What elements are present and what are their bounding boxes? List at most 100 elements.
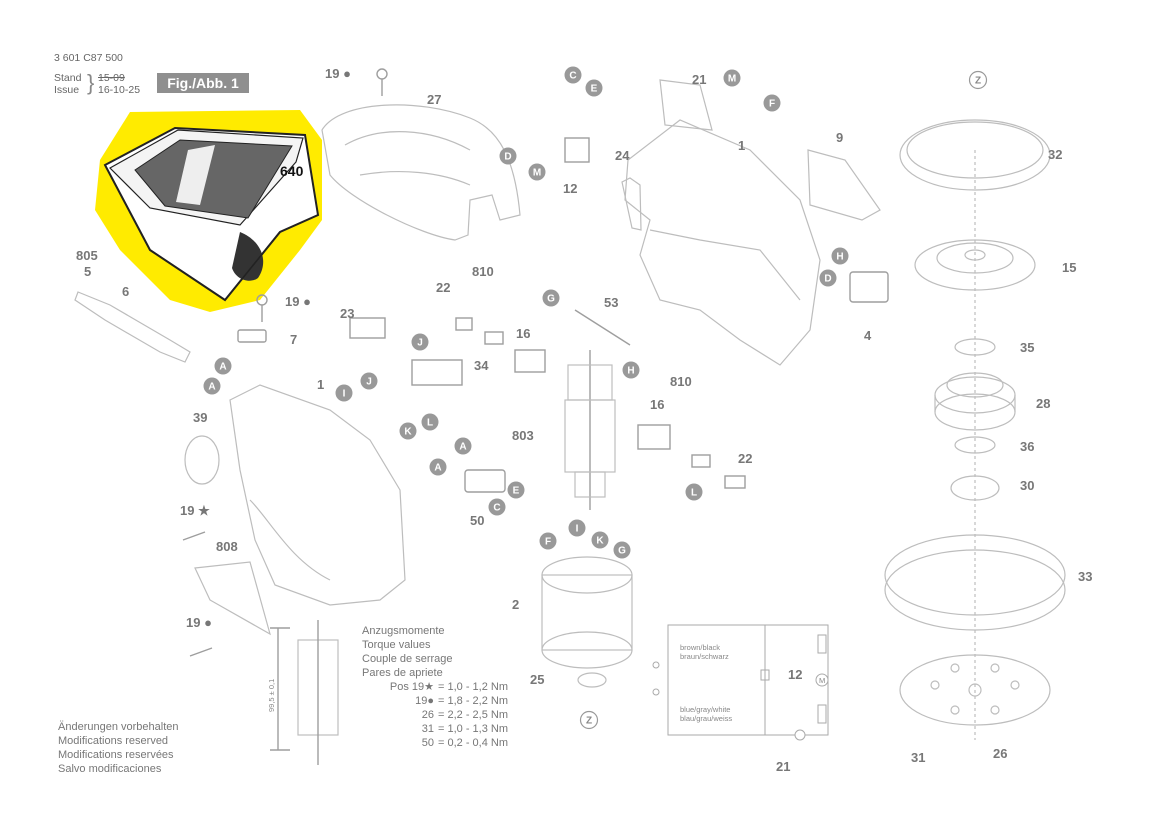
letter-bubble-text: C bbox=[493, 503, 500, 514]
letter-bubble-k: K bbox=[591, 531, 609, 549]
rod-53[interactable] bbox=[574, 309, 631, 346]
part-number-label: 7 bbox=[290, 332, 297, 347]
part-number-label: 53 bbox=[604, 295, 618, 310]
part-number-label: 16 bbox=[516, 326, 530, 341]
ring-32[interactable] bbox=[899, 119, 1051, 191]
doc-number: 3 601 C87 500 bbox=[54, 52, 123, 64]
spring-22-right[interactable] bbox=[724, 475, 746, 489]
figure-label: Fig./Abb. 1 bbox=[157, 73, 249, 93]
brace: } bbox=[87, 70, 95, 95]
cord-6[interactable] bbox=[74, 291, 191, 363]
letter-bubble-text: A bbox=[208, 382, 215, 393]
terminal-50[interactable] bbox=[464, 469, 506, 493]
carbon-810-right[interactable] bbox=[691, 454, 711, 468]
part-number-label: 27 bbox=[427, 92, 441, 107]
clamp-7[interactable] bbox=[237, 329, 267, 343]
clip-24[interactable] bbox=[621, 177, 642, 231]
torque-value: = 1,0 - 1,3 Nm bbox=[438, 723, 509, 735]
torque-title-en: Torque values bbox=[362, 639, 431, 651]
wire-12[interactable] bbox=[564, 137, 590, 163]
washer-35[interactable] bbox=[954, 338, 996, 356]
switch-4[interactable] bbox=[849, 271, 889, 303]
part-number-label: 31 bbox=[911, 750, 925, 765]
wire-34[interactable] bbox=[411, 359, 463, 386]
letter-bubble-text: F bbox=[545, 537, 551, 548]
part-number-label: 22 bbox=[436, 280, 450, 295]
letter-bubble-text: E bbox=[591, 84, 598, 95]
brush-16-top[interactable] bbox=[514, 349, 546, 373]
screw-19-star[interactable] bbox=[182, 531, 206, 541]
carbon-810-top[interactable] bbox=[484, 331, 504, 345]
letter-bubble-i: I bbox=[335, 384, 353, 402]
letter-bubble-h: H bbox=[622, 361, 640, 379]
cover-27[interactable] bbox=[321, 104, 521, 241]
issue-date: 16-10-25 bbox=[98, 84, 141, 96]
part-number-label: 19 ● bbox=[285, 294, 311, 309]
letter-bubble-text: Z bbox=[975, 76, 981, 87]
screw-19-mid[interactable] bbox=[256, 294, 268, 322]
part-number-label: 21 bbox=[776, 759, 790, 774]
bearing-28[interactable] bbox=[934, 372, 1016, 431]
letter-bubble-text: K bbox=[596, 536, 604, 547]
letter-bubble-text: I bbox=[343, 389, 346, 400]
letter-bubble-text: G bbox=[618, 546, 626, 557]
ring-25[interactable] bbox=[577, 672, 607, 688]
letter-bubble-text: J bbox=[366, 377, 372, 388]
wiring-brown-black: brown/black bbox=[680, 643, 720, 652]
letter-bubble-text: M bbox=[728, 74, 736, 85]
housing-1-left[interactable] bbox=[229, 384, 406, 606]
letter-bubble-l: L bbox=[685, 483, 703, 501]
ring-39[interactable] bbox=[184, 435, 220, 485]
torque-pos: 19● bbox=[415, 695, 434, 707]
letter-bubble-text: E bbox=[513, 486, 520, 497]
part-number-label: 19 ★ bbox=[180, 503, 210, 518]
letter-bubble-f: F bbox=[539, 532, 557, 550]
part-number-label: 808 bbox=[216, 539, 238, 554]
letter-bubble-c: C bbox=[488, 498, 506, 516]
pad-9[interactable] bbox=[807, 149, 881, 221]
label-640: 640 bbox=[280, 163, 304, 179]
mod-de: Änderungen vorbehalten bbox=[58, 721, 179, 733]
part-number-label: 23 bbox=[340, 306, 354, 321]
letter-bubble-text: Z bbox=[586, 716, 592, 727]
letter-bubble-text: D bbox=[504, 152, 511, 163]
letter-bubble-text: D bbox=[824, 274, 831, 285]
part-number-label: 5 bbox=[84, 264, 91, 279]
housing-1-top[interactable] bbox=[624, 79, 821, 366]
wiring-blau-grau-weiss: blau/grau/weiss bbox=[680, 714, 732, 723]
armature-803[interactable] bbox=[564, 350, 616, 510]
letter-bubble-text: H bbox=[627, 366, 634, 377]
torque-pos: 26 bbox=[421, 709, 434, 721]
letter-bubble-a: A bbox=[203, 377, 221, 395]
part-number-label: 25 bbox=[530, 672, 544, 687]
part-number-label: 34 bbox=[474, 358, 489, 373]
letter-bubble-text: F bbox=[769, 99, 775, 110]
motor-symbol: M bbox=[819, 676, 825, 685]
wire-23[interactable] bbox=[349, 317, 386, 339]
screw-19-bottom[interactable] bbox=[189, 647, 213, 657]
part-number-label: 32 bbox=[1048, 147, 1062, 162]
paper-808[interactable] bbox=[194, 561, 271, 636]
screw-19-top[interactable] bbox=[376, 68, 388, 96]
letter-bubble-text: H bbox=[836, 252, 843, 263]
armature-dimension bbox=[270, 620, 339, 765]
letter-bubble-e: E bbox=[507, 481, 525, 499]
dimension-label: 99,5 ± 0,1 bbox=[267, 679, 276, 712]
dust-box-640[interactable] bbox=[103, 126, 320, 302]
part-number-label: 9 bbox=[836, 130, 843, 145]
torque-values: Anzugsmomente Torque values Couple de se… bbox=[362, 624, 528, 750]
part-number-label: 36 bbox=[1020, 439, 1034, 454]
letter-bubble-m: M bbox=[528, 163, 546, 181]
letter-bubble-k: K bbox=[399, 422, 417, 440]
stator-2[interactable] bbox=[541, 556, 633, 669]
spring-22-top[interactable] bbox=[455, 317, 473, 331]
part-number-label: 12 bbox=[563, 181, 577, 196]
letter-bubble-i: I bbox=[568, 519, 586, 537]
letter-bubble-l: L bbox=[421, 413, 439, 431]
letter-bubble-j: J bbox=[411, 333, 429, 351]
letter-bubble-text: G bbox=[547, 294, 555, 305]
brush-16-right[interactable] bbox=[637, 424, 671, 450]
letter-bubble-m: M bbox=[723, 69, 741, 87]
